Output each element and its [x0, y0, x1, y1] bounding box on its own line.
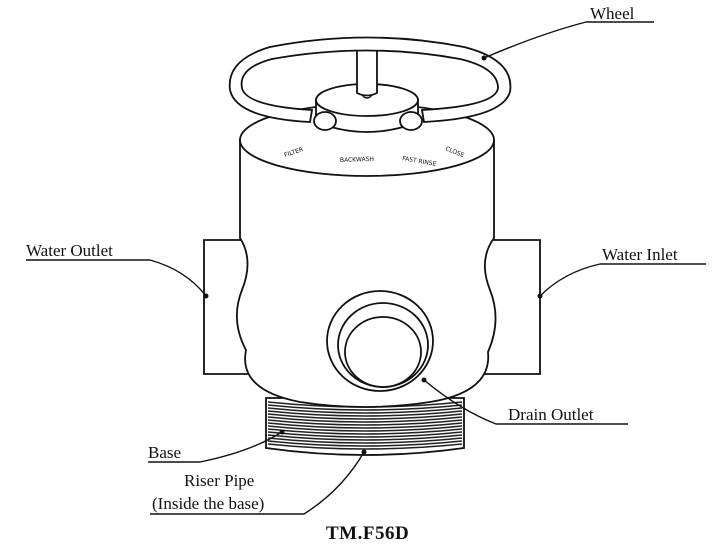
thread-ridge — [267, 422, 463, 429]
thread-ridge — [267, 425, 463, 432]
label-base: Base — [148, 443, 181, 462]
label-water-outlet: Water Outlet — [26, 241, 113, 260]
thread-ridge — [267, 407, 463, 414]
thread-ridge — [267, 437, 463, 444]
threaded-base — [265, 397, 465, 456]
thread-ridge — [267, 416, 463, 423]
thread-ridge — [267, 404, 463, 411]
thread-ridge — [267, 419, 463, 426]
label-riser-pipe-note: (Inside the base) — [152, 494, 264, 513]
label-drain-outlet: Drain Outlet — [508, 405, 594, 424]
thread-ridge — [267, 428, 463, 435]
water-outlet-port — [203, 239, 248, 375]
water-inlet-port — [484, 239, 541, 375]
label-water-inlet: Water Inlet — [602, 245, 678, 264]
thread-ridge — [267, 410, 463, 417]
thread-ridge — [267, 434, 463, 441]
thread-ridge — [267, 413, 463, 420]
leader-lines — [26, 21, 706, 515]
center-hub — [315, 40, 419, 133]
thread-ridge — [267, 443, 463, 450]
dial-mark-2: BACKWASH — [340, 156, 374, 164]
model-number: TM.F56D — [326, 523, 409, 544]
drain-outlet-port — [326, 290, 434, 392]
thread-ridge — [267, 440, 463, 447]
thread-ridge — [267, 431, 463, 438]
wheel — [228, 36, 512, 131]
label-wheel: Wheel — [590, 4, 635, 23]
label-riser-pipe: Riser Pipe — [184, 471, 254, 490]
